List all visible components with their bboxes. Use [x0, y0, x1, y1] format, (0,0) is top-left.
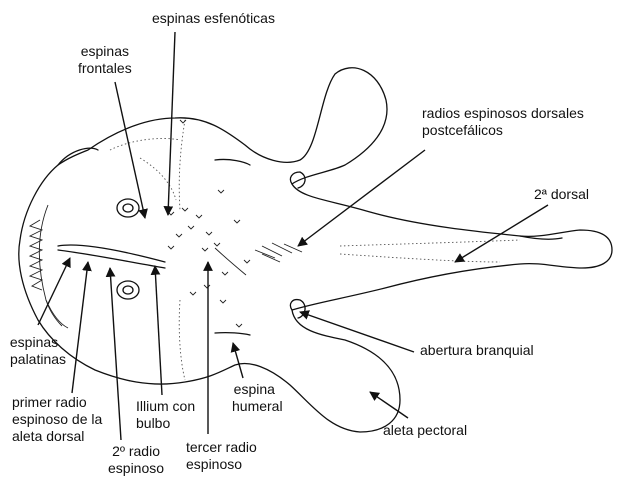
leader-abertura-branquial: [299, 310, 415, 353]
postcephalic-spines: [214, 242, 303, 276]
leader-espinas-palatinas: [37, 257, 71, 326]
body-outline: [18, 67, 613, 433]
left-eye: [116, 280, 140, 300]
leader-primer-radio: [71, 261, 92, 394]
label-espinas-esfenoticas: espinas esfenóticas: [152, 10, 275, 26]
label-segundo-radio: 2º radio espinoso: [108, 443, 165, 476]
left-eye-pupil: [122, 285, 134, 295]
label-segunda-dorsal: 2ª dorsal: [534, 186, 589, 202]
tail-outline: [519, 235, 563, 240]
label-espinas-frontales: espinas frontales: [78, 43, 132, 76]
leader-espinas-esfenoticas: [163, 31, 176, 216]
right-eye: [116, 198, 140, 218]
label-tercer-radio: tercer radio espinoso: [186, 439, 257, 472]
leader-espina-humeral: [230, 342, 244, 379]
upper-ridge: [57, 147, 99, 166]
label-espinas-palatinas: espinas palatinas: [9, 334, 67, 367]
label-primer-radio: primer radio espinoso de la aleta dorsal: [12, 394, 103, 444]
spinules: [167, 119, 251, 328]
leader-radios-dorsales: [297, 149, 426, 247]
illicium-lower: [57, 249, 166, 269]
label-radios-espinosos-dorsales: radios espinosos dorsales postcefálicos: [422, 105, 584, 138]
leader-illium: [150, 265, 163, 396]
label-espina-humeral: espina humeral: [232, 381, 283, 414]
leader-segundo-radio: [105, 267, 122, 441]
pectoral-fin-upper: [289, 171, 306, 189]
label-aleta-pectoral: aleta pectoral: [383, 422, 468, 438]
leader-espinas-frontales: [114, 81, 148, 219]
label-illium: Illium con bulbo: [136, 398, 196, 431]
right-eye-pupil: [122, 203, 134, 213]
label-abertura-branquial: abertura branquial: [420, 342, 534, 358]
dotted-lines: [109, 119, 521, 381]
illicium: [57, 244, 166, 263]
leader-aleta-pectoral: [369, 391, 409, 419]
head-inner: [214, 158, 251, 166]
leader-segunda-dorsal: [454, 204, 549, 263]
jaw-teeth: [28, 204, 69, 329]
leader-lines: [37, 31, 549, 441]
lower-head-inner: [214, 331, 251, 336]
